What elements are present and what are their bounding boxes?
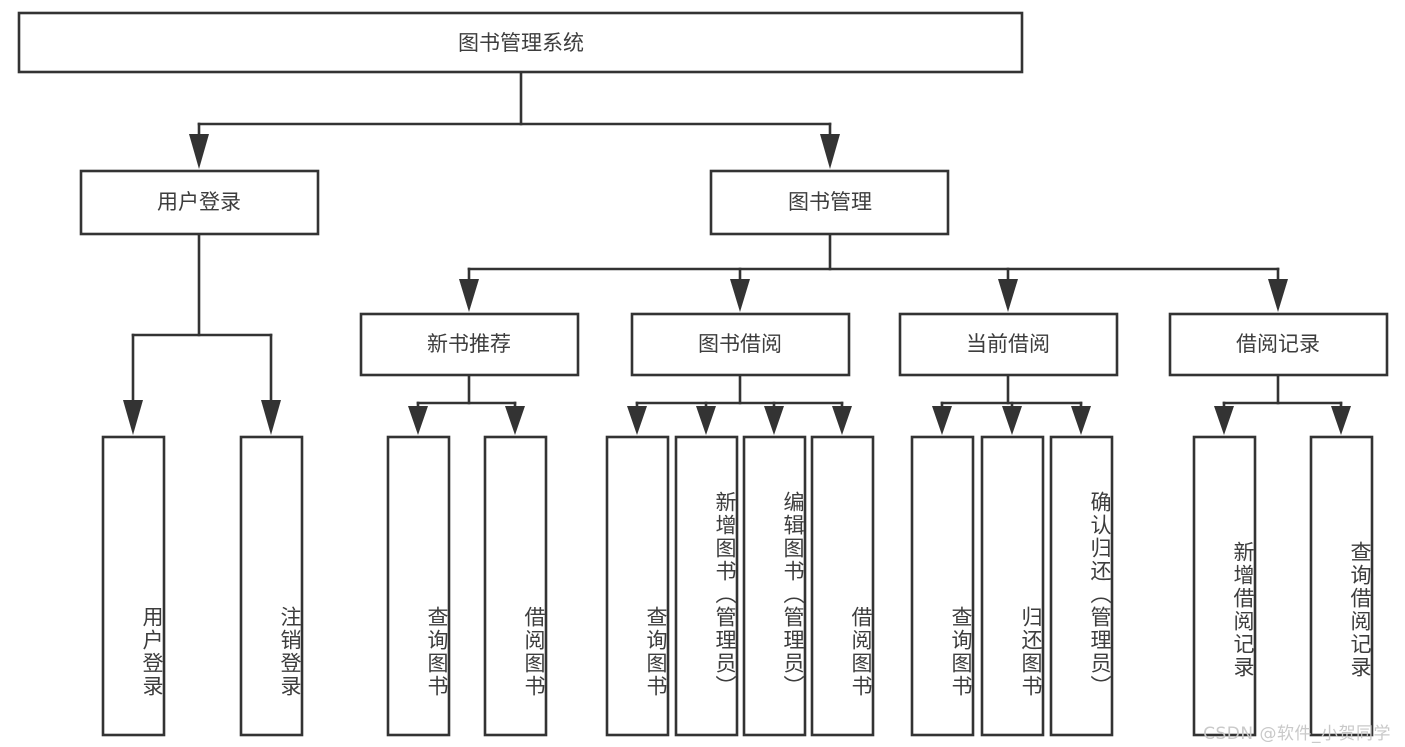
connector-group <box>123 70 1351 435</box>
arrow-to-leaf-return-book <box>1002 406 1022 435</box>
label-new-book-recommend: 新书推荐 <box>427 332 511 356</box>
arrow-to-leaf-query-record <box>1331 406 1351 435</box>
node-leaf-edit-book[interactable] <box>742 435 807 737</box>
node-current-borrow[interactable] <box>898 312 1119 377</box>
node-leaf-borrow-book-2[interactable] <box>810 435 875 737</box>
node-book-borrow[interactable] <box>630 312 851 377</box>
arrow-to-user-login <box>189 134 209 169</box>
node-borrow-record[interactable] <box>1168 312 1389 377</box>
node-leaf-confirm-return[interactable] <box>1049 435 1114 737</box>
node-leaf-user-login[interactable] <box>101 435 166 737</box>
arrow-to-leaf-borrow-book-2 <box>832 406 852 435</box>
arrow-to-book-borrow <box>730 279 750 312</box>
node-leaf-query-book-3[interactable] <box>910 435 975 737</box>
node-leaf-query-book-1[interactable] <box>386 435 451 737</box>
arrow-to-leaf-logout-login <box>261 400 281 435</box>
node-leaf-add-record[interactable] <box>1192 435 1257 737</box>
arrow-to-leaf-query-book-2 <box>627 406 647 435</box>
arrow-to-leaf-query-book-3 <box>932 406 952 435</box>
label-book-management: 图书管理 <box>788 190 872 214</box>
label-borrow-record: 借阅记录 <box>1236 332 1320 356</box>
arrow-to-leaf-query-book-1 <box>408 406 428 435</box>
arrow-to-leaf-confirm-return <box>1071 406 1091 435</box>
node-book-management[interactable] <box>709 169 950 236</box>
label-book-borrow: 图书借阅 <box>698 332 782 356</box>
label-title: 图书管理系统 <box>458 31 584 55</box>
node-user-login[interactable] <box>79 169 320 236</box>
arrow-to-borrow-record <box>1268 279 1288 312</box>
arrow-to-leaf-add-book <box>696 406 716 435</box>
node-leaf-query-book-2[interactable] <box>605 435 670 737</box>
node-label-group: 图书管理系统 用户登录 图书管理 新书推荐 图书借阅 当前借阅 借阅记录 <box>157 31 1320 356</box>
node-leaf-add-book[interactable] <box>674 435 739 737</box>
arrow-to-leaf-edit-book <box>764 406 784 435</box>
node-new-book-recommend[interactable] <box>359 312 580 377</box>
arrow-to-new-book-recommend <box>459 279 479 312</box>
label-current-borrow: 当前借阅 <box>966 332 1050 356</box>
label-user-login: 用户登录 <box>157 190 241 214</box>
node-leaf-query-record[interactable] <box>1309 435 1374 737</box>
node-title[interactable] <box>17 11 1024 74</box>
node-leaf-return-book[interactable] <box>980 435 1045 737</box>
node-leaf-logout-login[interactable] <box>239 435 304 737</box>
arrow-to-leaf-borrow-book-1 <box>505 406 525 435</box>
arrow-to-leaf-add-record <box>1214 406 1234 435</box>
arrow-to-leaf-user-login <box>123 400 143 435</box>
node-box-group <box>17 11 1389 737</box>
watermark-text: CSDN @软件_小贺同学 <box>1203 724 1391 744</box>
node-leaf-borrow-book-1[interactable] <box>483 435 548 737</box>
arrow-to-book-management <box>820 134 840 169</box>
arrow-to-current-borrow <box>998 279 1018 312</box>
